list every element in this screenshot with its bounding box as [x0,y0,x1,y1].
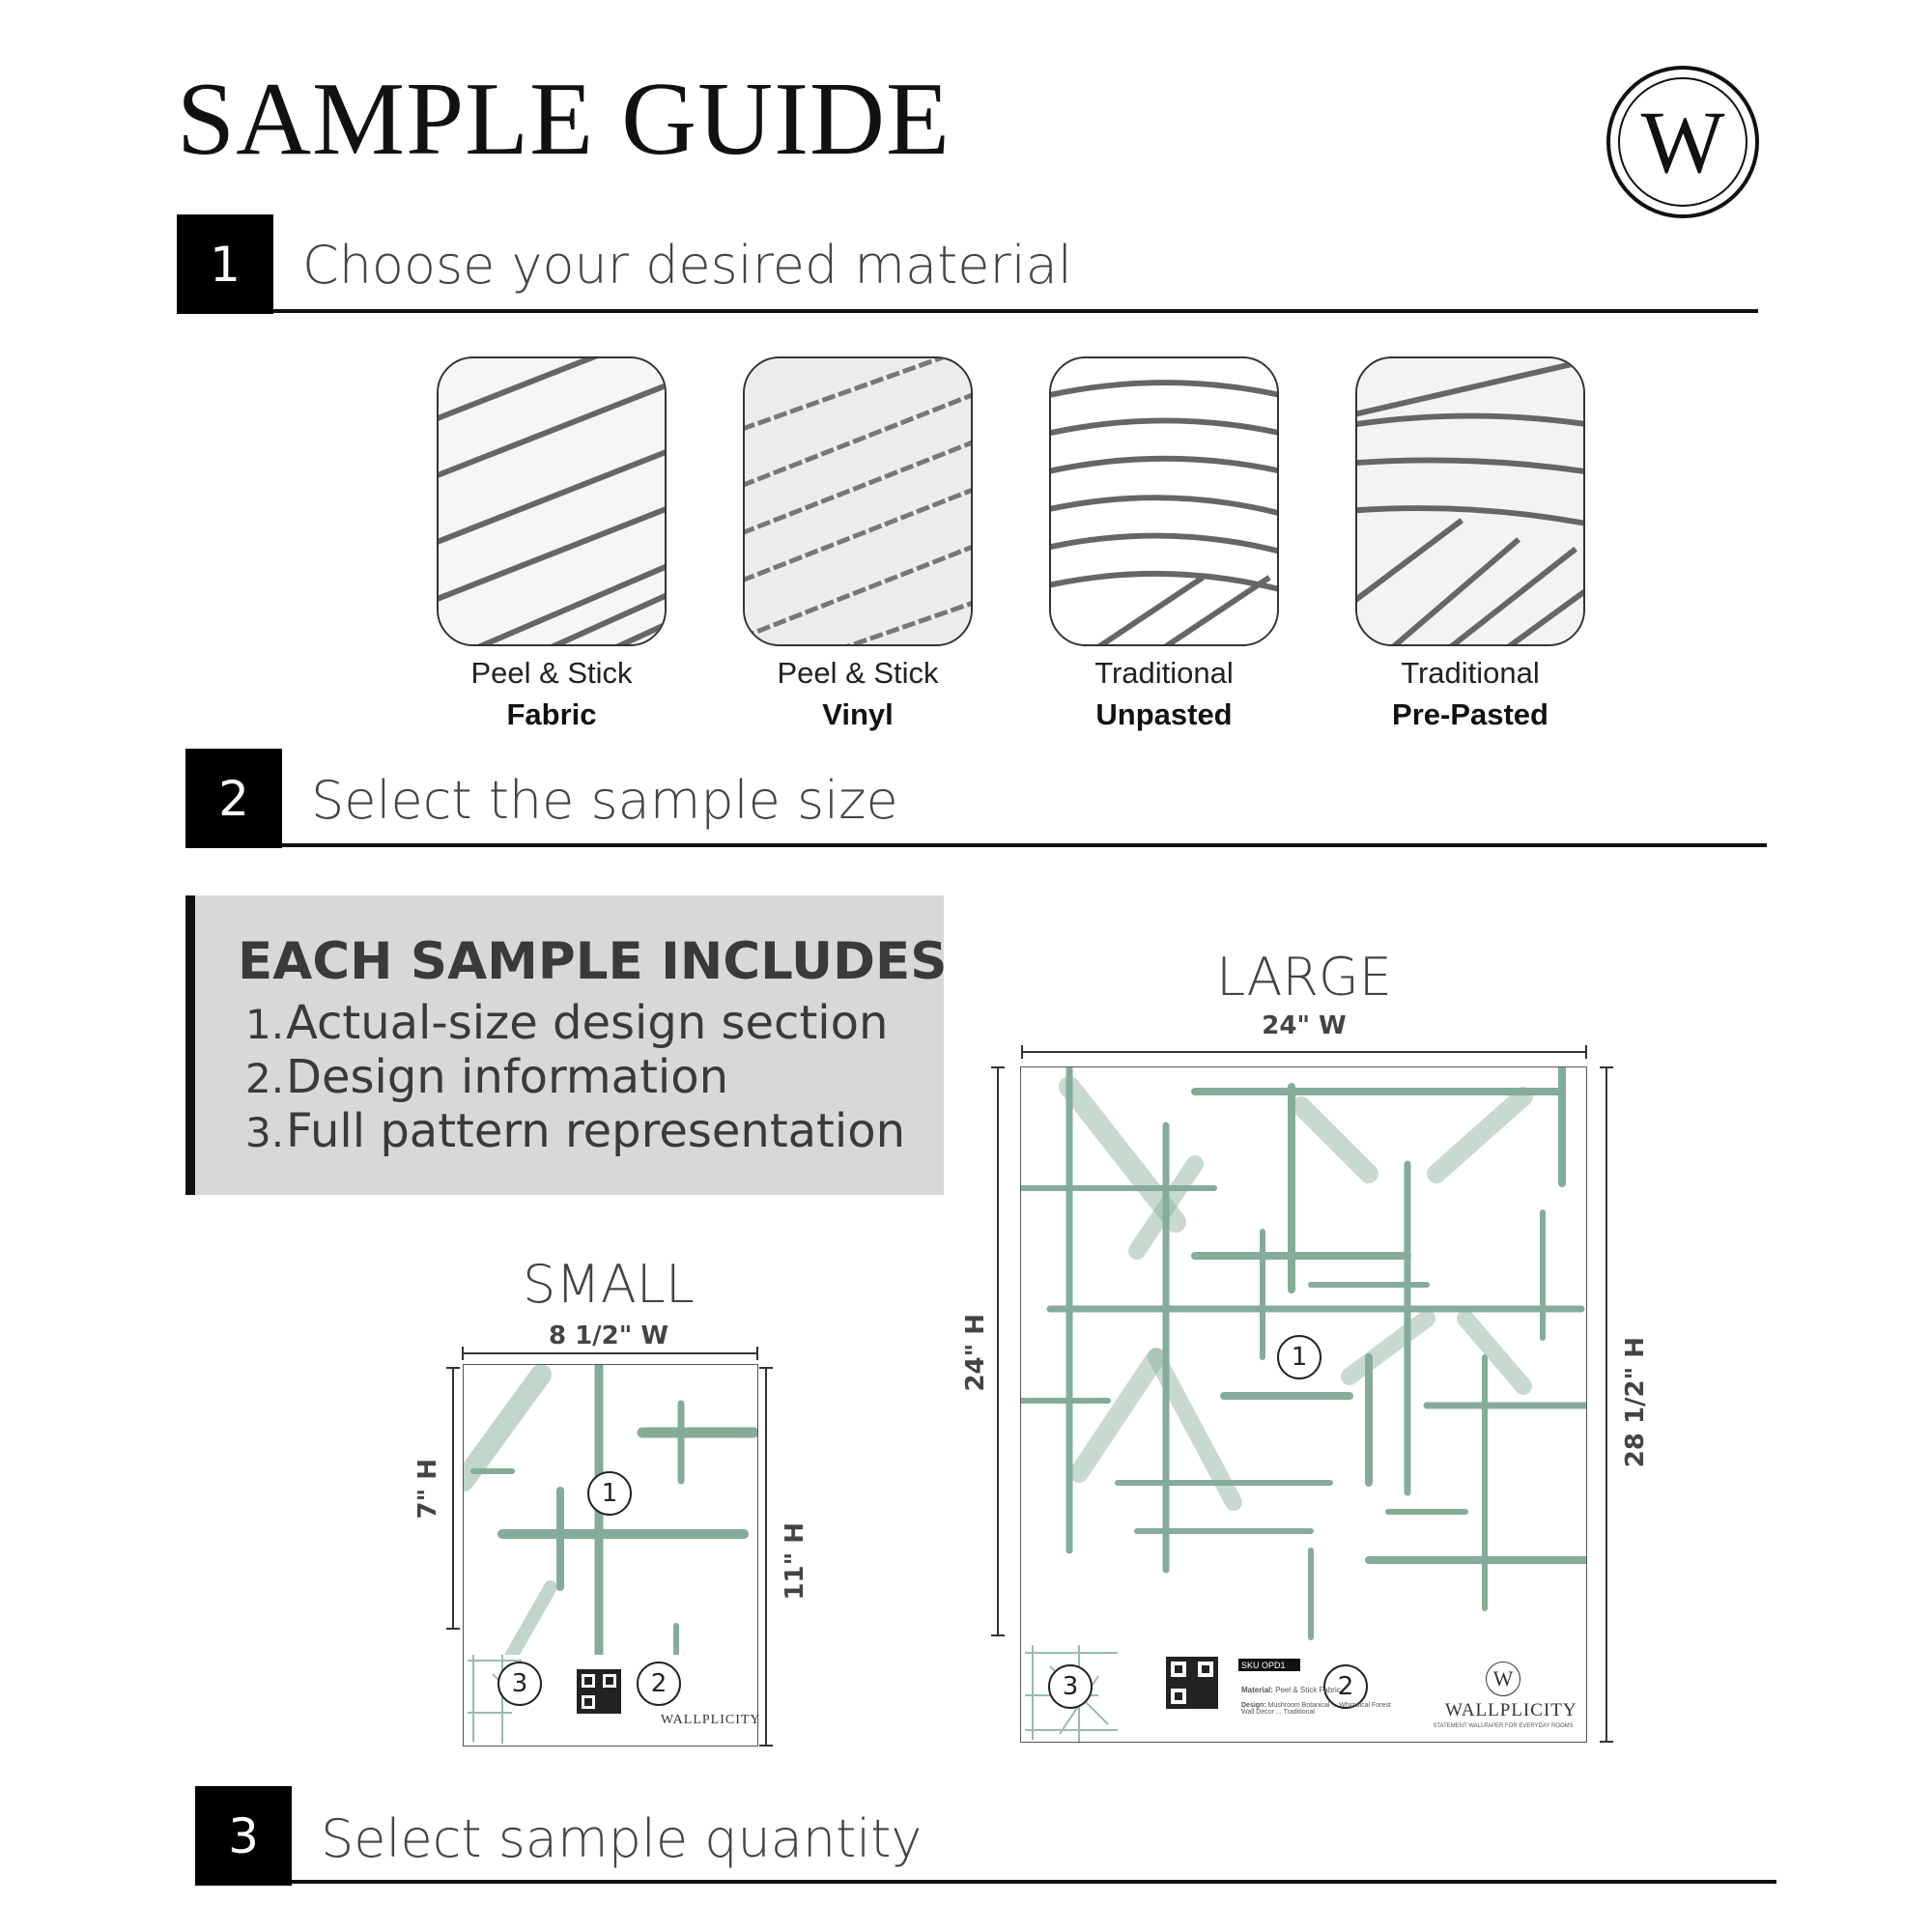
includes-title: EACH SAMPLE INCLUDES [238,932,948,991]
large-brand-tagline: STATEMENT WALLPAPER FOR EVERYDAY ROOMS [1433,1723,1574,1729]
large-design-height-line [991,1066,1005,1636]
item-text: Full pattern representation [286,1104,905,1158]
step-2-divider [282,843,1767,847]
vinyl-texture-icon [745,358,971,644]
item-text: Actual-size design section [286,996,889,1050]
small-total-height-label: 11" H [781,1522,810,1601]
large-sample-pattern [1021,1067,1586,1742]
material-type: Traditional [1401,656,1540,690]
step-1-divider [273,309,1758,313]
step-2-label: Select the sample size [311,770,898,831]
unpasted-texture-icon [1051,358,1277,644]
small-design-height-line [446,1367,460,1630]
step-1-number: 1 [177,214,273,314]
large-badge-3: 3 [1048,1664,1093,1709]
small-total-height-line [759,1367,773,1747]
small-badge-1: 1 [587,1471,632,1516]
includes-item-2: 2.Design information [245,1050,728,1104]
item-text: Design information [286,1050,729,1104]
step-2-number: 2 [185,749,282,848]
large-brand-name: WALLPLICITY [1445,1700,1577,1720]
large-width-label: 24" W [1262,1011,1347,1040]
small-badge-3: 3 [497,1662,542,1706]
material-type: Peel & Stick [777,656,939,690]
swatch-prepasted[interactable] [1355,356,1585,646]
small-design-height-label: 7" H [413,1459,442,1520]
material-type: Traditional [1094,656,1234,690]
large-badge-2: 2 [1323,1664,1368,1709]
large-total-height-line [1600,1066,1613,1743]
small-badge-2: 2 [637,1662,681,1706]
material-info-label: Material: [1241,1686,1273,1694]
material-fabric-label: Peel & Stick Fabric [397,653,706,736]
small-width-dimension-line [462,1347,758,1360]
material-name: Fabric [506,696,597,731]
large-design-height-label: 24" H [961,1314,990,1392]
material-vinyl-label: Peel & Stick Vinyl [703,653,1012,736]
large-material-info: Material: Peel & Stick Fabric [1241,1686,1341,1694]
design-info-label: Design: [1241,1702,1266,1709]
small-brand-name: WALLPLICITY [661,1713,761,1727]
large-width-dimension-line [1021,1045,1587,1059]
step-3-label: Select sample quantity [321,1808,923,1869]
small-size-label[interactable]: SMALL [523,1254,695,1315]
item-number: 2. [245,1055,285,1102]
step-1-label: Choose your desired material [302,235,1072,296]
large-badge-1: 1 [1277,1335,1321,1379]
design-info-value: Mushroom Botanical ... Whimsical Forest … [1241,1702,1391,1716]
large-total-height-label: 28 1/2" H [1621,1337,1650,1468]
swatch-fabric[interactable] [437,356,667,646]
logo-letter: W [1618,77,1747,207]
includes-box: EACH SAMPLE INCLUDES 1.Actual-size desig… [185,895,948,1195]
wallplicity-logo: W [1606,66,1759,218]
item-number: 1. [245,1001,285,1048]
includes-item-3: 3.Full pattern representation [245,1104,905,1158]
large-brand-logo: W [1486,1662,1520,1696]
swatch-vinyl[interactable] [743,356,973,646]
material-name: Pre-Pasted [1392,696,1548,731]
material-type: Peel & Stick [470,656,633,690]
page-title: SAMPLE GUIDE [177,62,952,177]
item-number: 3. [245,1109,285,1156]
step-3-divider [292,1880,1776,1884]
material-name: Vinyl [822,696,894,731]
large-sample-card[interactable] [1020,1066,1587,1743]
step-3-number: 3 [195,1786,292,1886]
material-info-value: Peel & Stick Fabric [1275,1686,1341,1694]
large-sku: SKU OPD1 [1241,1661,1286,1670]
includes-item-1: 1.Actual-size design section [245,996,888,1050]
small-width-label: 8 1/2" W [548,1321,669,1350]
fabric-texture-icon [439,358,665,644]
prepasted-texture-icon [1357,358,1583,644]
large-size-label[interactable]: LARGE [1216,947,1392,1008]
material-unpasted-label: Traditional Unpasted [1009,653,1319,736]
material-prepasted-label: Traditional Pre-Pasted [1316,653,1625,736]
swatch-unpasted[interactable] [1049,356,1279,646]
material-name: Unpasted [1095,696,1233,731]
large-design-info: Design: Mushroom Botanical ... Whimsical… [1241,1702,1406,1716]
